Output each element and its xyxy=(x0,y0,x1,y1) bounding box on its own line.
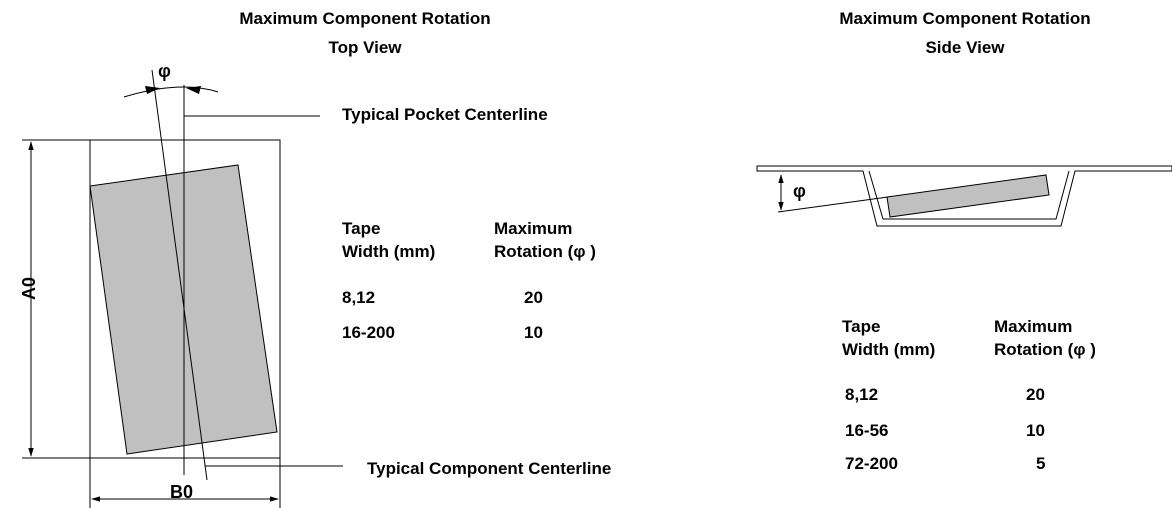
top-table-row-width: 16-200 xyxy=(342,323,395,342)
phi-angle-arc xyxy=(123,86,219,98)
side-angle-line xyxy=(777,196,889,213)
side-view-title-line1: Maximum Component Rotation xyxy=(839,9,1091,28)
pocket-outline xyxy=(89,139,281,459)
phi-arrowhead-left xyxy=(145,86,160,94)
carrier-tape-profile xyxy=(756,165,1172,227)
pocket-centerline-label: Typical Pocket Centerline xyxy=(342,105,548,124)
side-table-row-width: 72-200 xyxy=(845,454,898,473)
top-table-row-rotation: 10 xyxy=(524,323,543,342)
top-table-col2-header-line1: Maximum xyxy=(494,219,573,238)
b0-label: B0 xyxy=(170,482,194,502)
side-table-col1-header-line1: Tape xyxy=(842,317,881,336)
top-table-col1-header-line2: Width (mm) xyxy=(342,242,436,261)
side-table-row-rotation: 5 xyxy=(1036,454,1046,473)
side-table-row-rotation: 20 xyxy=(1026,385,1045,404)
top-table-col2-header-line2: Rotation (φ ) xyxy=(494,242,596,261)
top-table-col1-header-line1: Tape xyxy=(342,219,381,238)
side-phi-label: φ xyxy=(793,181,806,201)
side-table-row-width: 8,12 xyxy=(845,385,879,404)
top-table-row-rotation: 20 xyxy=(524,288,543,307)
a0-label: A0 xyxy=(19,276,39,300)
component-centerline-label: Typical Component Centerline xyxy=(367,459,612,478)
side-table-col2-header-line2: Rotation (φ ) xyxy=(994,340,1096,359)
top-phi-label: φ xyxy=(158,61,171,81)
side-table-col1-header-line2: Width (mm) xyxy=(842,340,936,359)
side-table-col2-header-line1: Maximum xyxy=(994,317,1073,336)
top-table-row-width: 8,12 xyxy=(342,288,376,307)
phi-arrowhead-right xyxy=(186,86,201,94)
pocket-inner-wall xyxy=(868,170,1070,220)
side-table-row-width: 16-56 xyxy=(845,421,889,440)
side-view-title-line2: Side View xyxy=(925,38,1005,57)
side-rotated-component xyxy=(886,174,1050,218)
top-view-title-line2: Top View xyxy=(328,38,402,57)
top-view-title-line1: Maximum Component Rotation xyxy=(239,9,491,28)
component-centerline xyxy=(151,69,208,481)
side-table-row-rotation: 10 xyxy=(1026,421,1045,440)
